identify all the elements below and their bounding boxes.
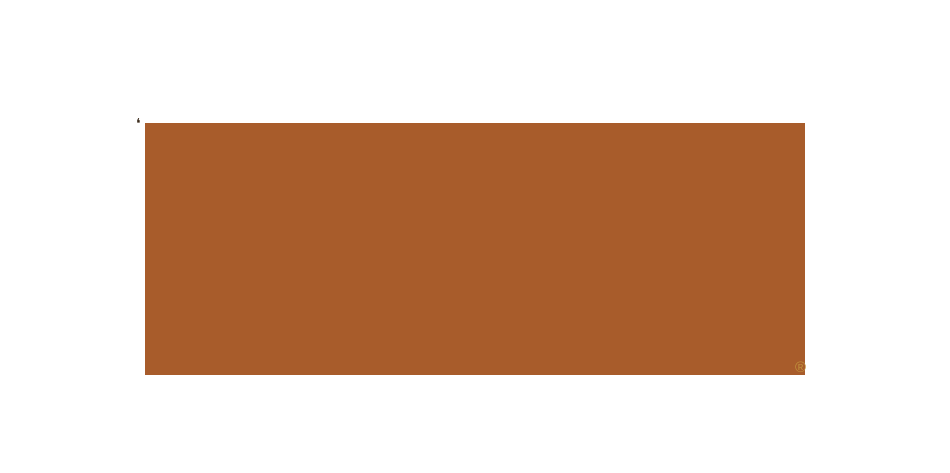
registered-trademark-icon: ® [795, 359, 807, 376]
corner-accent-mark: ❛ [136, 115, 141, 131]
logo-color-block: ❛ [136, 116, 805, 375]
